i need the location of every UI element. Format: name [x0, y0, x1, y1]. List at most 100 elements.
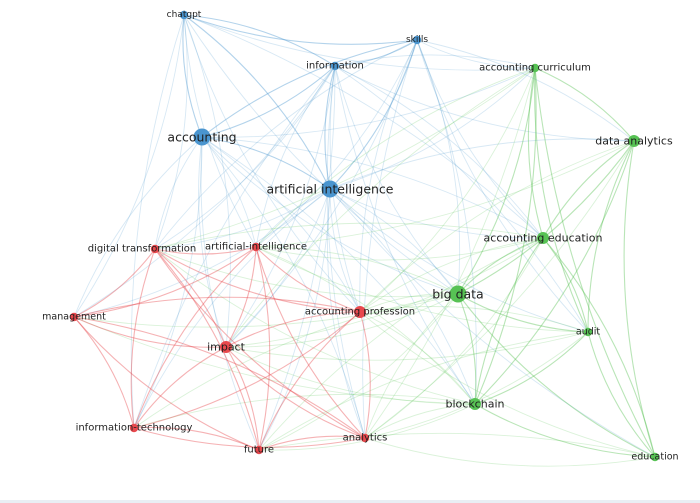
- link-chatgpt-accounting_profession: [183, 14, 361, 313]
- node-information[interactable]: [330, 61, 340, 71]
- link-information-accounting_curriculum: [334, 54, 536, 69]
- link-information-artificial_intelligence: [324, 65, 336, 190]
- link-information-future: [258, 65, 336, 451]
- node-audit[interactable]: [583, 327, 593, 337]
- link-accounting_education-education: [542, 237, 656, 458]
- link-accounting_curriculum-education: [534, 67, 656, 458]
- link-audit-artificial-intelligence: [255, 246, 589, 333]
- link-big_data-analytics: [364, 293, 459, 439]
- node-label-management: management: [42, 312, 106, 323]
- link-accounting_curriculum-accounting_profession: [359, 67, 536, 313]
- link-accounting-accounting_curriculum: [201, 67, 536, 138]
- label-layer: chatgptskillsinformationaccountingartifi…: [42, 10, 678, 463]
- link-impact-information-technology: [133, 346, 227, 429]
- node-chatgpt[interactable]: [179, 10, 189, 20]
- link-accounting-accounting_education: [201, 136, 544, 239]
- link-data_analytics-big_data: [457, 140, 635, 295]
- node-future[interactable]: [254, 445, 264, 455]
- link-accounting_education-big_data: [457, 237, 544, 295]
- node-accounting_curriculum[interactable]: [530, 63, 540, 73]
- link-digital_transformation-future: [154, 248, 260, 451]
- link-management-analytics: [73, 316, 366, 439]
- link-skills-blockchain: [416, 39, 477, 405]
- link-layer: [73, 14, 656, 467]
- link-data_analytics-blockchain: [474, 140, 635, 405]
- link-chatgpt-information-technology: [130, 14, 185, 429]
- link-information-artificial-intelligence: [255, 65, 336, 248]
- link-accounting_education-artificial-intelligence: [255, 237, 544, 261]
- node-artificial_intelligence[interactable]: [321, 180, 339, 198]
- link-big_data-digital_transformation: [154, 248, 459, 298]
- link-big_data-management: [73, 293, 459, 328]
- link-artificial_intelligence-future: [258, 188, 331, 451]
- node-blockchain[interactable]: [469, 398, 481, 410]
- node-accounting_profession[interactable]: [354, 306, 366, 318]
- link-chatgpt-accounting_curriculum: [183, 14, 536, 71]
- link-skills-impact: [225, 39, 418, 348]
- link-skills-artificial-intelligence: [255, 39, 418, 248]
- link-information-management: [73, 65, 336, 318]
- link-digital_transformation-accounting_profession: [154, 248, 361, 313]
- link-artificial_intelligence-education: [329, 188, 656, 458]
- link-accounting-analytics: [201, 136, 366, 439]
- node-artificial-intelligence[interactable]: [251, 242, 261, 252]
- link-accounting-accounting_profession: [201, 136, 361, 313]
- node-accounting_education[interactable]: [537, 232, 549, 244]
- link-information-information-technology: [133, 65, 336, 429]
- node-label-data_analytics: data analytics: [595, 135, 673, 148]
- link-artificial_intelligence-digital_transformation: [154, 188, 331, 250]
- link-chatgpt-digital_transformation: [154, 14, 188, 250]
- link-education-future: [258, 432, 656, 458]
- node-label-future: future: [244, 445, 274, 456]
- link-accounting_education-blockchain: [474, 237, 544, 405]
- link-blockchain-management: [73, 316, 476, 405]
- link-accounting_curriculum-data_analytics: [534, 67, 635, 142]
- node-management[interactable]: [69, 312, 79, 322]
- link-big_data-future: [258, 293, 459, 451]
- link-digital_transformation-analytics: [154, 248, 366, 439]
- node-impact[interactable]: [220, 341, 232, 353]
- link-data_analytics-accounting_profession: [359, 140, 635, 313]
- link-audit-accounting_profession: [359, 306, 589, 333]
- node-skills[interactable]: [412, 35, 422, 45]
- link-artificial_intelligence-impact: [225, 188, 331, 348]
- node-digital_transformation[interactable]: [150, 244, 160, 254]
- node-analytics[interactable]: [360, 433, 370, 443]
- link-skills-analytics: [362, 39, 418, 439]
- link-chatgpt-skills: [183, 14, 418, 45]
- node-big_data[interactable]: [449, 285, 467, 303]
- node-label-blockchain: blockchain: [446, 398, 505, 411]
- link-skills-information: [334, 39, 418, 67]
- link-accounting_education-accounting_profession: [359, 237, 544, 313]
- link-future-analytics: [258, 435, 366, 451]
- node-label-big_data: big data: [432, 287, 483, 302]
- node-label-artificial_intelligence: artificial intelligence: [266, 182, 393, 197]
- link-accounting_curriculum-analytics: [364, 67, 536, 439]
- node-information-technology[interactable]: [129, 423, 139, 433]
- node-accounting[interactable]: [193, 128, 211, 146]
- node-label-impact: impact: [207, 341, 246, 354]
- link-data_analytics-accounting_education: [542, 140, 635, 239]
- node-data_analytics[interactable]: [628, 135, 640, 147]
- link-digital_transformation-information-technology: [130, 248, 156, 429]
- node-education[interactable]: [650, 452, 660, 462]
- link-audit-analytics: [364, 331, 589, 439]
- link-artificial_intelligence-accounting_education: [329, 188, 544, 239]
- link-artificial_intelligence-accounting_profession: [329, 188, 361, 313]
- link-blockchain-analytics: [364, 403, 476, 439]
- node-label-education: education: [631, 452, 678, 463]
- node-label-analytics: analytics: [343, 433, 388, 444]
- link-information-accounting: [201, 65, 336, 138]
- link-big_data-impact: [225, 293, 459, 348]
- link-information-impact: [225, 65, 336, 348]
- link-blockchain-future: [258, 403, 476, 451]
- link-accounting_curriculum-impact: [225, 67, 536, 348]
- link-blockchain-education: [474, 403, 656, 458]
- link-blockchain-digital_transformation: [154, 248, 476, 405]
- link-accounting_profession-analytics: [359, 311, 371, 439]
- link-artificial_intelligence-accounting_curriculum: [329, 67, 536, 190]
- link-artificial-intelligence-impact: [225, 246, 257, 348]
- link-audit-education: [587, 331, 656, 458]
- node-label-accounting_education: accounting education: [484, 232, 603, 245]
- link-skills-digital_transformation: [154, 39, 418, 250]
